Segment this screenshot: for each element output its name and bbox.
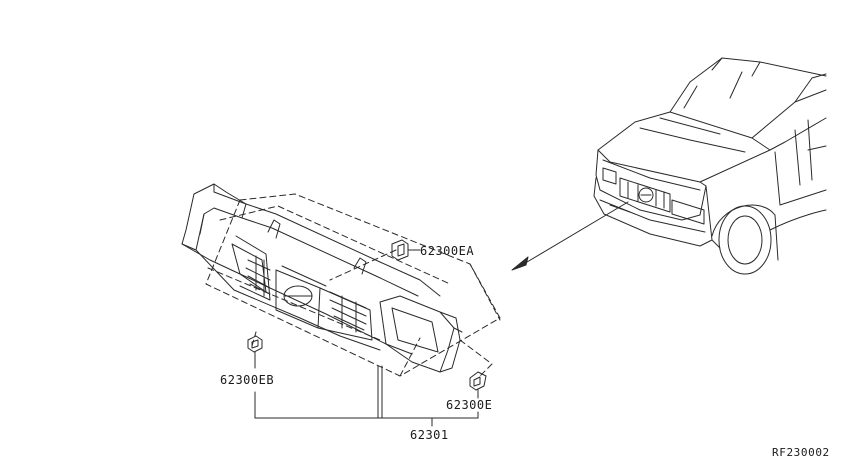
clip-62300eb-part — [247, 335, 263, 353]
label-62301: 62301 — [410, 428, 449, 442]
leader-lines — [254, 351, 479, 427]
assembly-guide-lines — [205, 193, 501, 377]
label-62300eb: 62300EB — [220, 373, 275, 387]
label-62300ea: 62300EA — [420, 244, 475, 258]
grille-assembly — [181, 183, 463, 373]
reference-code: RF230002 — [772, 446, 830, 459]
label-62300e: 62300E — [446, 398, 493, 412]
clip-62300e-part — [469, 371, 487, 391]
bracket-62300ea-part — [391, 239, 421, 261]
vehicle-illustration — [593, 57, 827, 275]
location-arrow — [511, 201, 629, 271]
